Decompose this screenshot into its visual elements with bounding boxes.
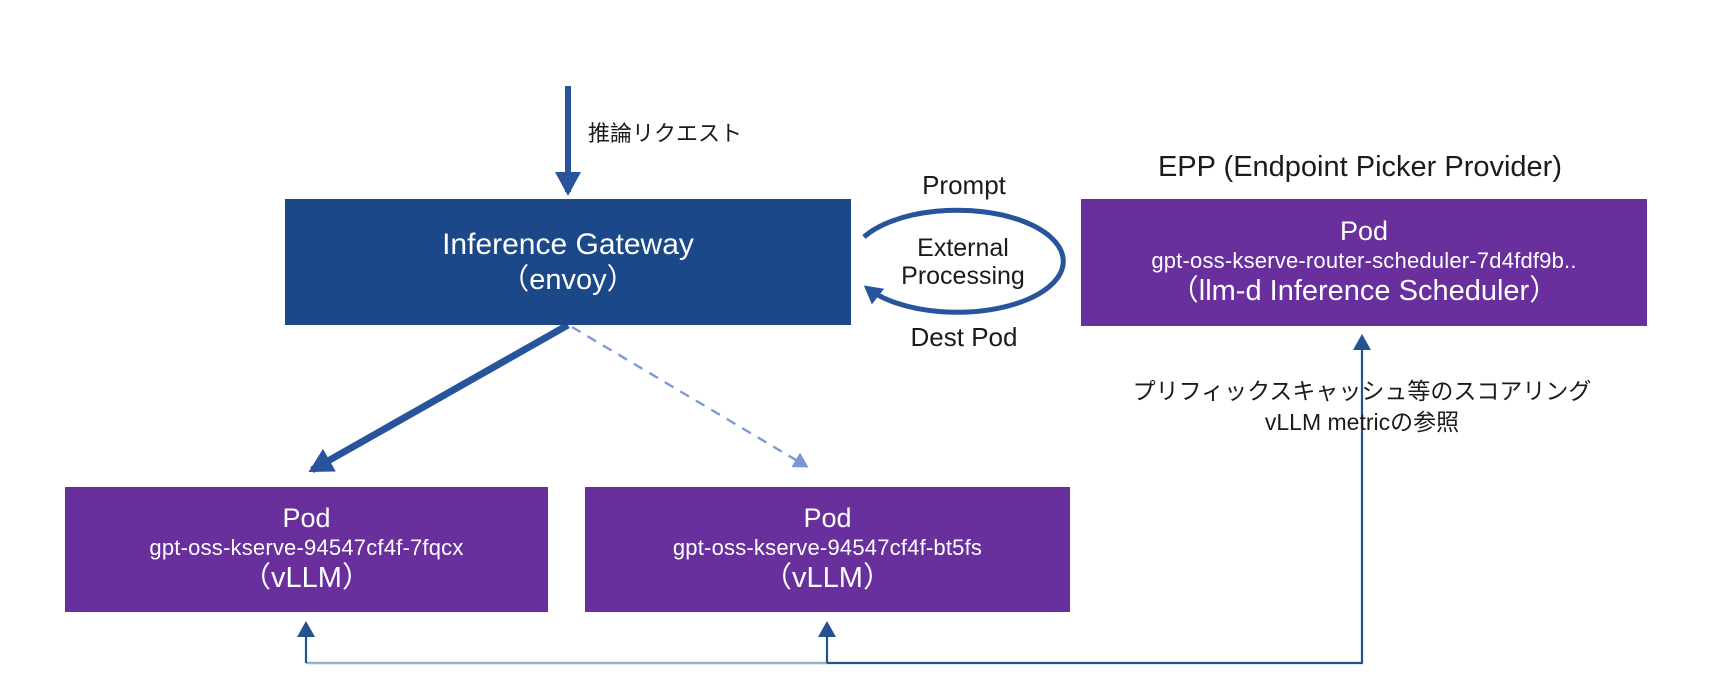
- external-processing-label: External Processing: [863, 234, 1063, 290]
- epp-pod-name: Pod: [1339, 216, 1389, 247]
- pod2-name: Pod: [803, 503, 852, 534]
- pod1-id: gpt-oss-kserve-94547cf4f-7fqcx: [149, 535, 464, 561]
- gateway-subtitle: （envoy）: [500, 263, 636, 296]
- scoring-note-line2: vLLM metricの参照: [1264, 409, 1460, 435]
- epp-scheduler-pod-box: Pod gpt-oss-kserve-router-scheduler-7d4f…: [1081, 199, 1647, 326]
- pod1-runtime: （vLLM）: [242, 562, 371, 595]
- epp-pod-id: gpt-oss-kserve-router-scheduler-7d4fdf9b…: [1151, 248, 1577, 274]
- loop-dest-pod-label: Dest Pod: [910, 322, 1018, 352]
- epp-title: EPP (Endpoint Picker Provider): [1157, 151, 1563, 183]
- vllm-pod-1-box: Pod gpt-oss-kserve-94547cf4f-7fqcx （vLLM…: [65, 487, 548, 612]
- vllm-pod-2-box: Pod gpt-oss-kserve-94547cf4f-bt5fs （vLLM…: [585, 487, 1070, 612]
- external-processing-line1: External: [917, 234, 1009, 262]
- scoring-note-line1: プリフィックスキャッシュ等のスコアリング: [1132, 378, 1592, 404]
- gateway-to-pod1-arrow: [308, 321, 570, 474]
- pod2-runtime: （vLLM）: [763, 562, 892, 595]
- inference-request-label: 推論リクエスト: [588, 121, 743, 146]
- inference-gateway-box: Inference Gateway （envoy）: [285, 199, 851, 325]
- scoring-note: プリフィックスキャッシュ等のスコアリング vLLM metricの参照: [1092, 376, 1632, 438]
- gateway-title: Inference Gateway: [442, 228, 694, 262]
- gateway-to-pod2-dashed-arrow: [571, 325, 809, 468]
- external-processing-line2: Processing: [901, 262, 1025, 290]
- pod1-name: Pod: [282, 503, 331, 534]
- pod2-id: gpt-oss-kserve-94547cf4f-bt5fs: [672, 535, 983, 561]
- loop-prompt-label: Prompt: [922, 170, 1006, 200]
- epp-pod-subtitle: （llm-d Inference Scheduler）: [1169, 275, 1559, 308]
- external-processing-loop: [862, 207, 1066, 315]
